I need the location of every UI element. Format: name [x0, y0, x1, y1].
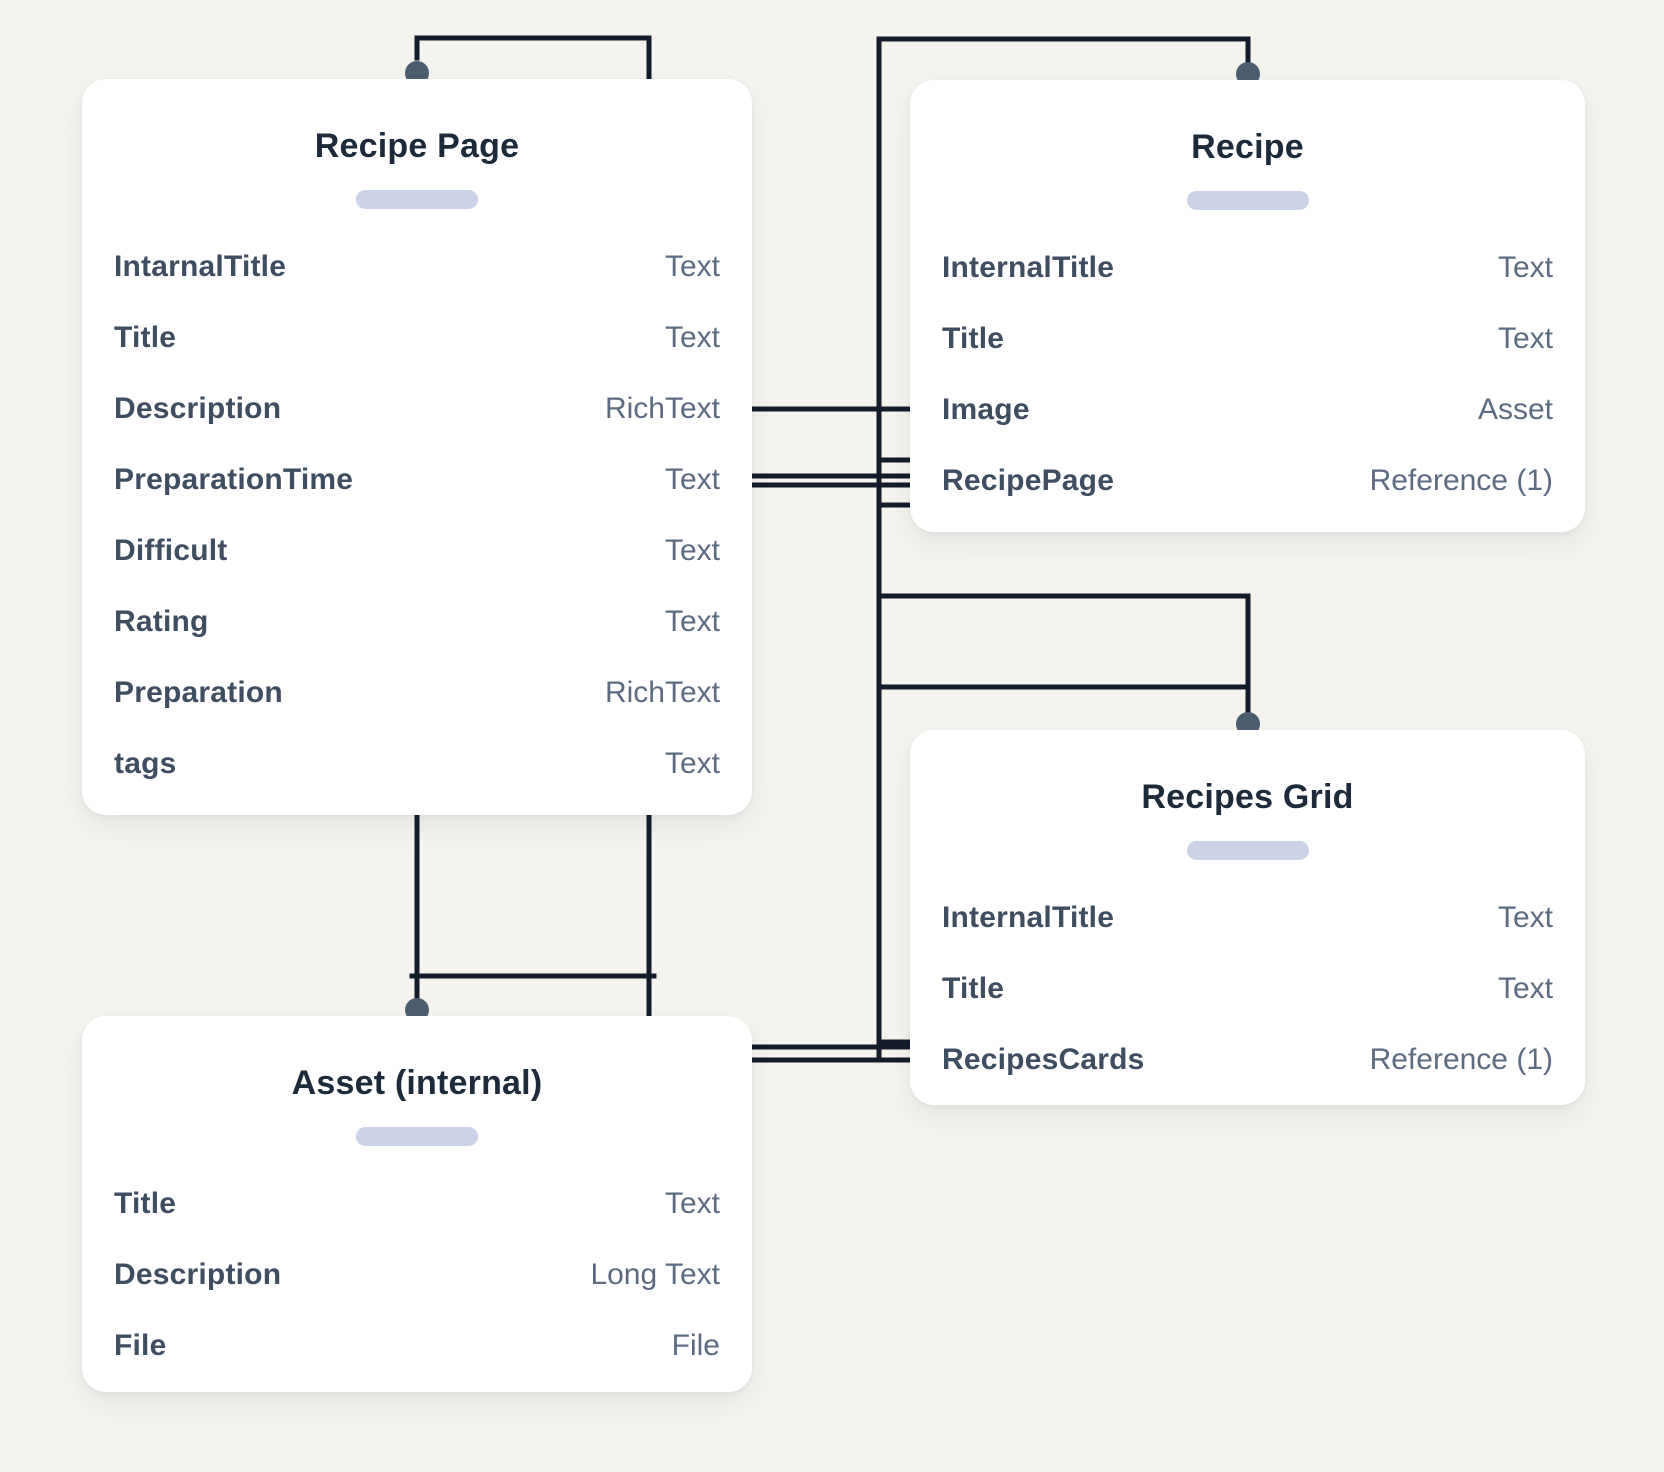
field-type: File: [671, 1328, 720, 1362]
field-name: IntarnalTitle: [114, 249, 287, 283]
entity-pill-divider: [356, 190, 478, 209]
field-type: Text: [1497, 900, 1553, 934]
field-row: RecipesCards Reference (1): [942, 1024, 1553, 1095]
field-row: Rating Text: [114, 586, 720, 657]
field-name: InternalTitle: [942, 250, 1115, 284]
field-name: Title: [942, 971, 1005, 1005]
field-type: Text: [1497, 250, 1553, 284]
connector-line: [876, 36, 1251, 65]
field-row: Description Long Text: [114, 1239, 720, 1310]
field-type: Text: [664, 604, 720, 638]
field-row: RecipePage Reference (1): [942, 445, 1553, 516]
field-list: IntarnalTitle Text Title Text Descriptio…: [114, 231, 720, 799]
field-type: Reference (1): [1369, 1042, 1553, 1076]
entity-card-recipe-page[interactable]: Recipe Page IntarnalTitle Text Title Tex…: [82, 79, 752, 815]
field-list: InternalTitle Text Title Text RecipesCar…: [942, 882, 1553, 1095]
field-type: RichText: [604, 391, 720, 425]
field-name: Rating: [114, 604, 209, 638]
field-name: Description: [114, 1257, 282, 1291]
field-name: Title: [114, 320, 177, 354]
field-row: Image Asset: [942, 374, 1553, 445]
field-row: InternalTitle Text: [942, 232, 1553, 303]
field-type: RichText: [604, 675, 720, 709]
field-type: Text: [664, 746, 720, 780]
field-row: InternalTitle Text: [942, 882, 1553, 953]
field-type: Text: [1497, 971, 1553, 1005]
field-name: Title: [114, 1186, 177, 1220]
field-name: File: [114, 1328, 167, 1362]
field-row: tags Text: [114, 728, 720, 799]
field-name: InternalTitle: [942, 900, 1115, 934]
field-name: RecipesCards: [942, 1042, 1145, 1076]
field-list: Title Text Description Long Text File Fi…: [114, 1168, 720, 1381]
field-row: Title Text: [942, 303, 1553, 374]
entity-card-title: Recipe: [1191, 128, 1304, 166]
entity-card-recipes-grid[interactable]: Recipes Grid InternalTitle Text Title Te…: [910, 730, 1585, 1105]
field-row: Description RichText: [114, 373, 720, 444]
field-type: Text: [664, 249, 720, 283]
field-name: Title: [942, 321, 1005, 355]
field-row: Title Text: [942, 953, 1553, 1024]
field-row: PreparationTime Text: [114, 444, 720, 515]
field-list: InternalTitle Text Title Text Image Asse…: [942, 232, 1553, 516]
entity-pill-divider: [356, 1127, 478, 1146]
field-type: Text: [664, 1186, 720, 1220]
field-row: Preparation RichText: [114, 657, 720, 728]
field-name: Preparation: [114, 675, 283, 709]
field-type: Long Text: [590, 1257, 720, 1291]
field-name: Description: [114, 391, 282, 425]
field-row: IntarnalTitle Text: [114, 231, 720, 302]
field-row: Difficult Text: [114, 515, 720, 586]
entity-card-recipe[interactable]: Recipe InternalTitle Text Title Text Ima…: [910, 80, 1585, 532]
field-name: Image: [942, 392, 1030, 426]
field-name: PreparationTime: [114, 462, 354, 496]
field-row: Title Text: [114, 1168, 720, 1239]
field-row: Title Text: [114, 302, 720, 373]
field-type: Text: [664, 533, 720, 567]
entity-pill-divider: [1186, 841, 1309, 860]
field-type: Text: [1497, 321, 1553, 355]
field-type: Asset: [1477, 392, 1553, 426]
entity-pill-divider: [1186, 191, 1309, 210]
entity-card-title: Recipe Page: [314, 127, 520, 165]
field-row: File File: [114, 1310, 720, 1381]
entity-card-asset-internal[interactable]: Asset (internal) Title Text Description …: [82, 1016, 752, 1392]
field-type: Text: [664, 320, 720, 354]
entity-card-title: Asset (internal): [291, 1064, 543, 1102]
field-type: Text: [664, 462, 720, 496]
field-name: tags: [114, 746, 177, 780]
entity-card-title: Recipes Grid: [1141, 778, 1354, 816]
field-name: RecipePage: [942, 463, 1115, 497]
field-type: Reference (1): [1369, 463, 1553, 497]
connector-line: [414, 35, 652, 82]
field-name: Difficult: [114, 533, 228, 567]
